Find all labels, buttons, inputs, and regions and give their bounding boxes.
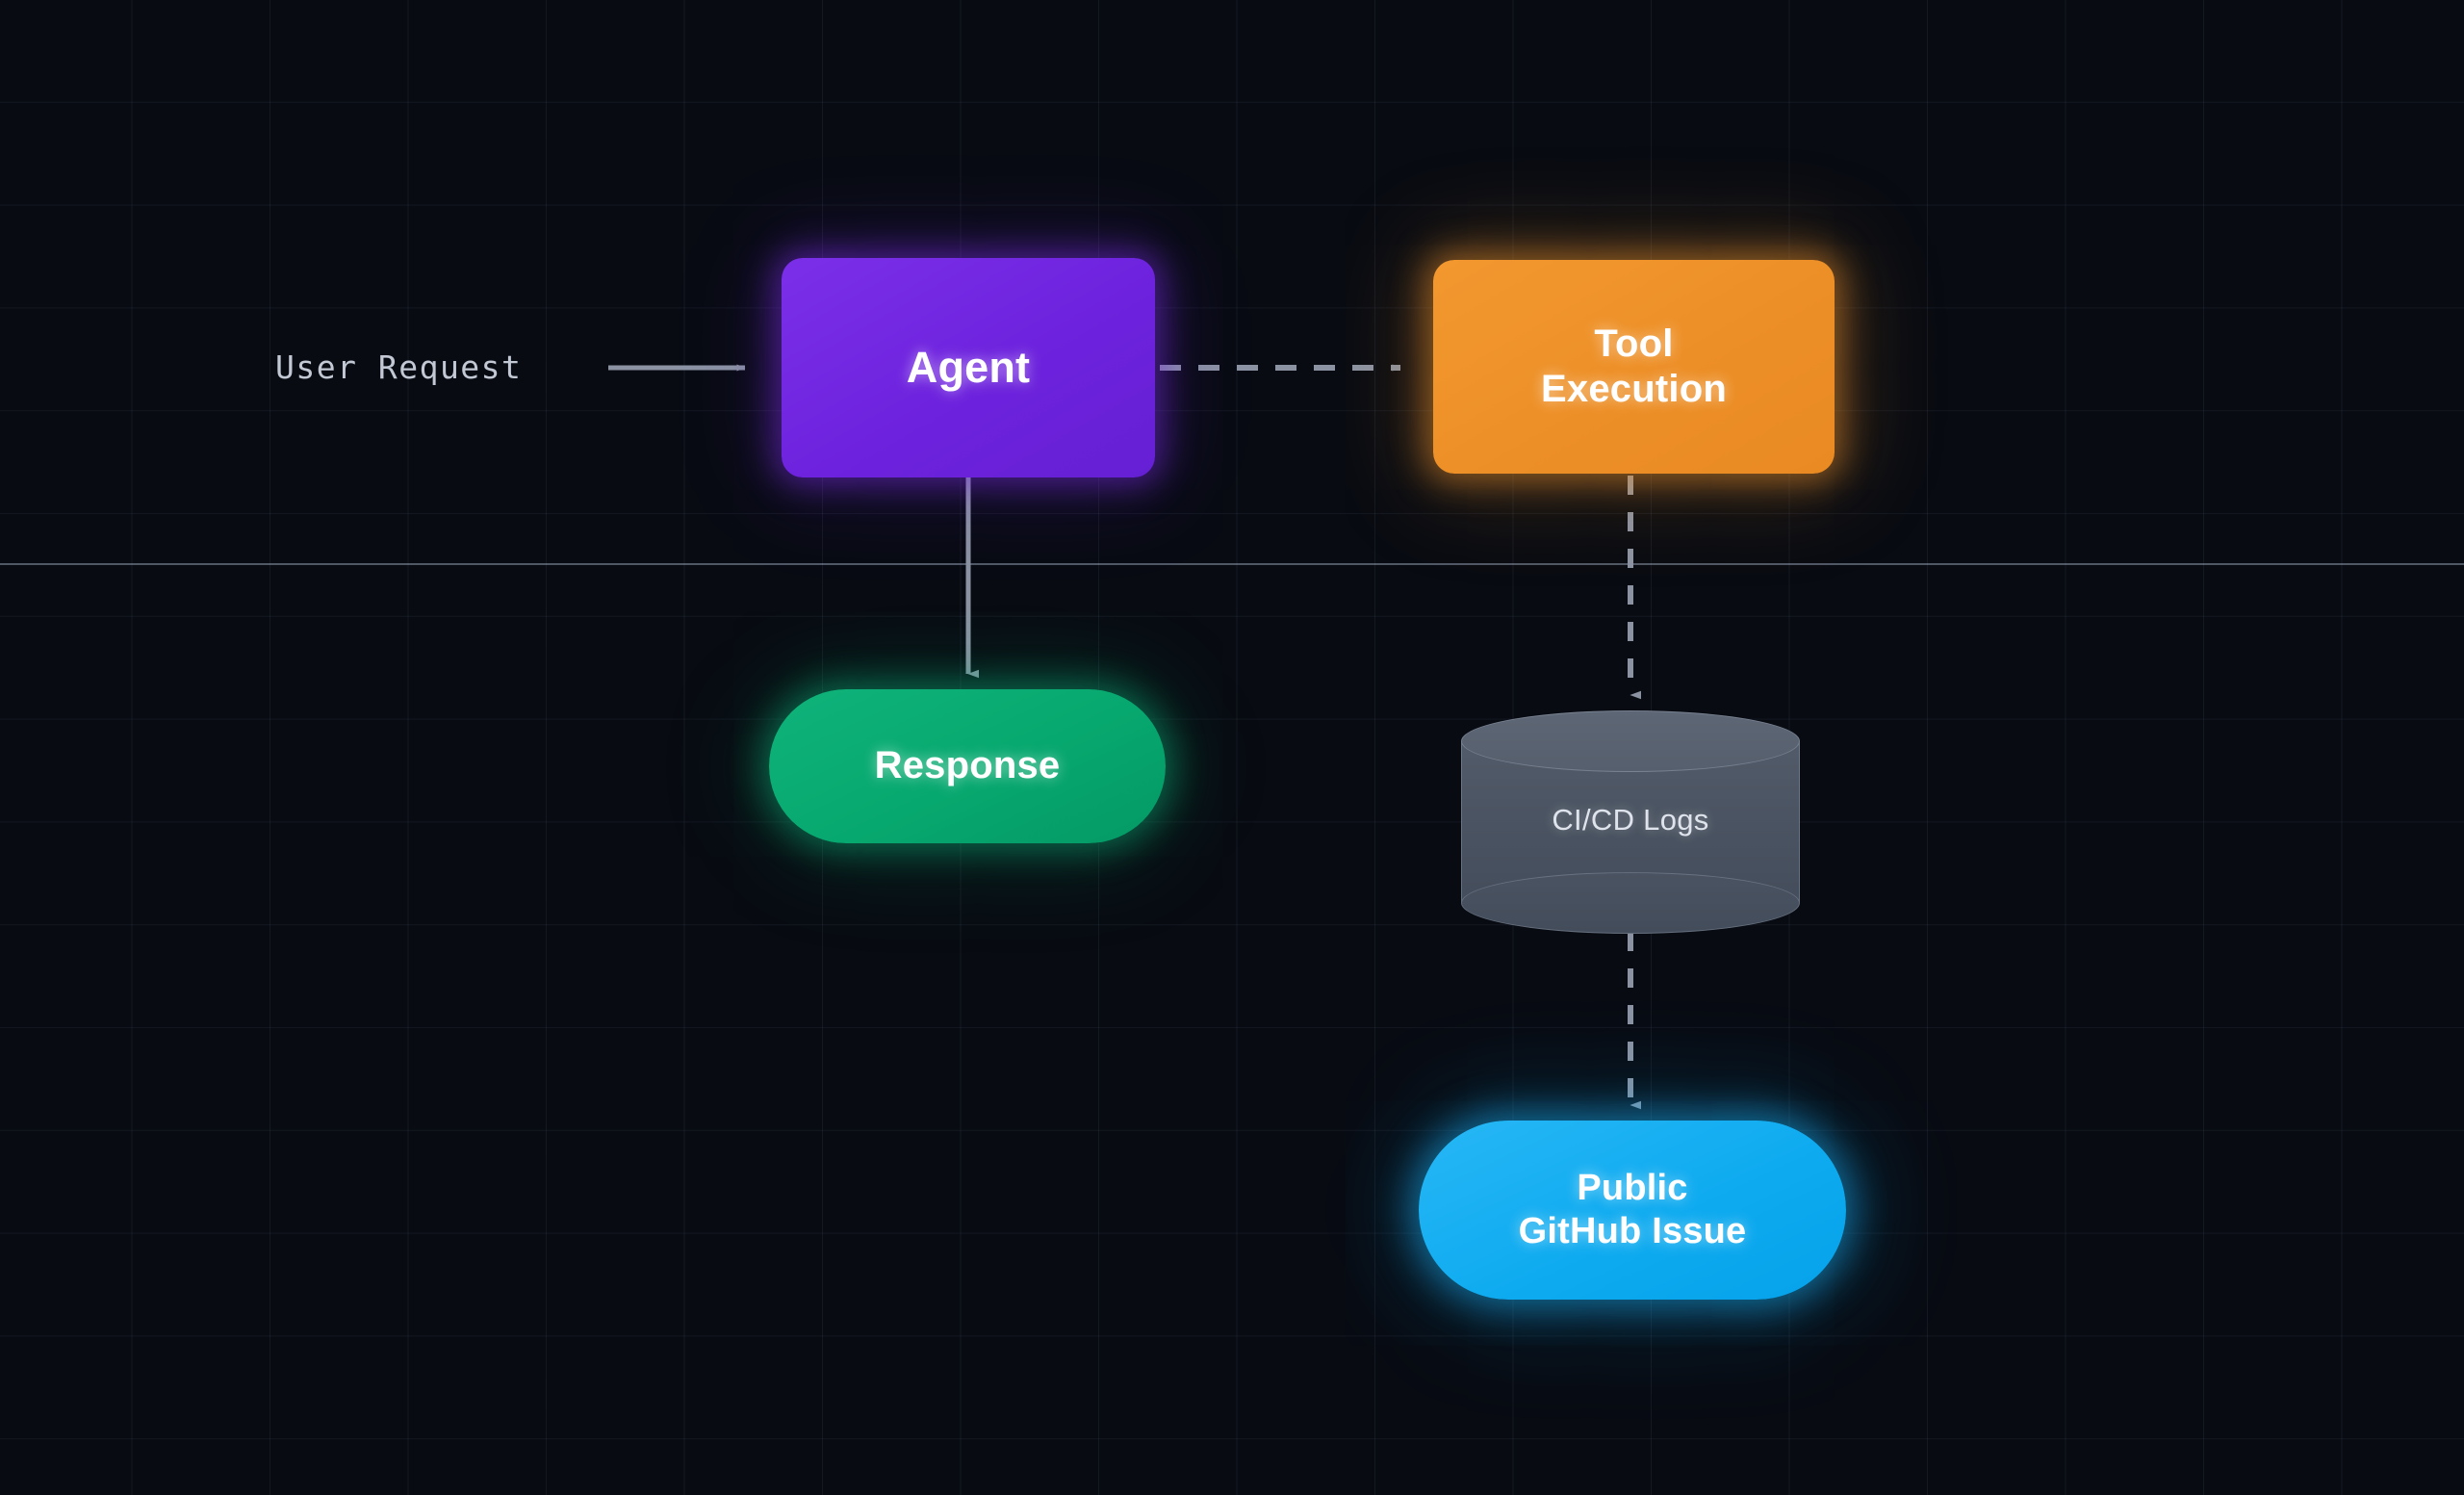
grid-accent-line [0, 563, 2464, 565]
cylinder-top-ellipse [1461, 710, 1800, 772]
node-response[interactable]: Response [769, 689, 1166, 843]
node-cicd-logs[interactable]: CI/CD Logs [1461, 710, 1800, 934]
node-cicd-logs-label: CI/CD Logs [1552, 803, 1709, 837]
node-agent[interactable]: Agent [782, 258, 1155, 477]
node-public-github-issue[interactable]: Public GitHub Issue [1419, 1121, 1846, 1300]
edge-label-user-request: User Request [275, 348, 523, 386]
cylinder-bottom-ellipse [1461, 872, 1800, 934]
node-tool-execution[interactable]: Tool Execution [1433, 260, 1835, 474]
